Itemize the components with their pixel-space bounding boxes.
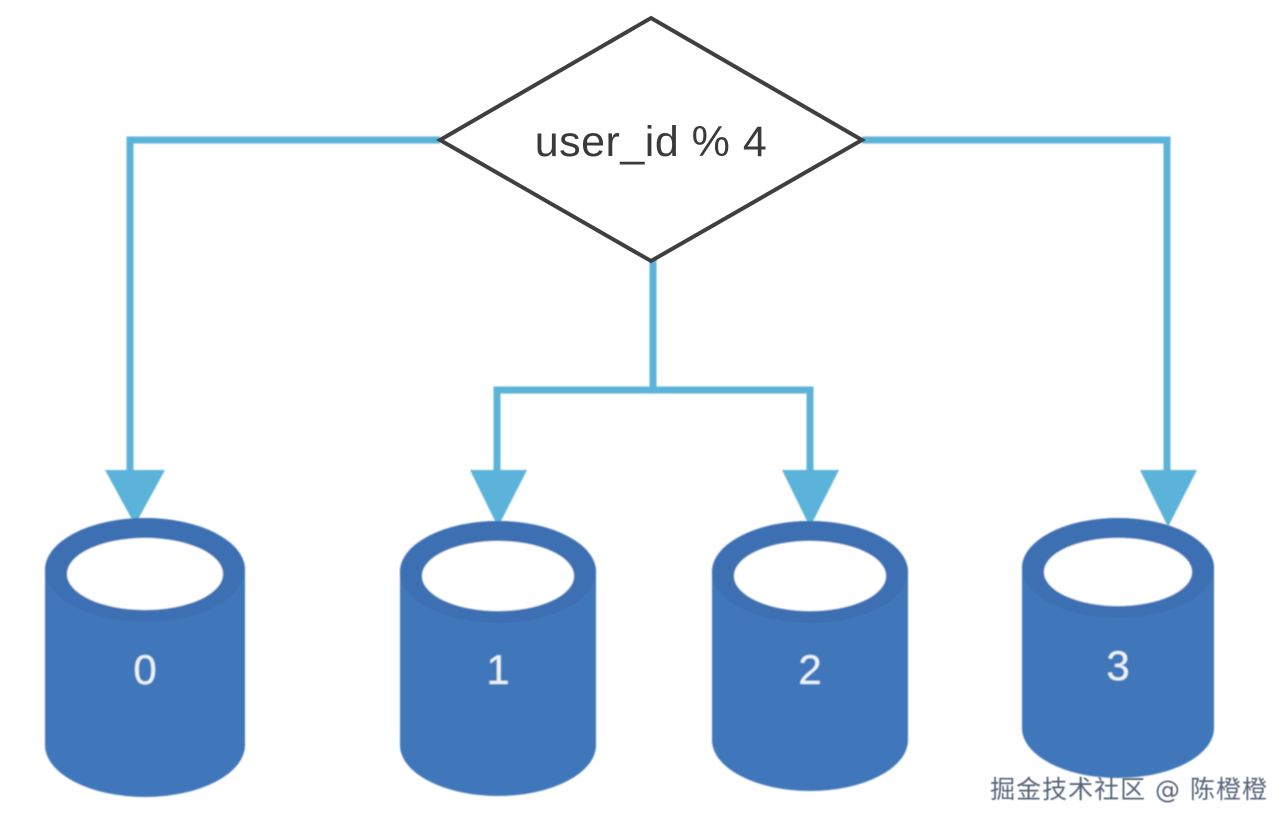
- connector-branch-3: [862, 136, 1197, 527]
- watermark: 掘金技术社区 @ 陈橙橙: [990, 775, 1268, 804]
- shard-1-label: 1: [486, 646, 509, 693]
- shard-2-label: 2: [798, 646, 821, 693]
- shard-0[interactable]: 0: [45, 518, 245, 797]
- shard-2[interactable]: 2: [712, 521, 908, 791]
- connector-path-3: [862, 136, 1171, 478]
- decision-label: user_id % 4: [535, 118, 768, 166]
- connector-branch-0: [105, 136, 440, 525]
- arrowhead-3: [1140, 470, 1197, 527]
- decision-node[interactable]: user_id % 4: [435, 15, 867, 264]
- watermark-label: 掘金技术社区 @ 陈橙橙: [990, 775, 1268, 804]
- connector-path-2: [653, 386, 814, 478]
- arrowhead-1: [470, 470, 527, 527]
- connector-lines: [105, 136, 1197, 527]
- shard-0-top-opening: [67, 538, 223, 610]
- connector-path-0: [126, 136, 440, 478]
- connector-branch-1: [470, 386, 653, 527]
- shard-3[interactable]: 3: [1022, 518, 1214, 778]
- shard-2-top-opening: [734, 541, 886, 611]
- arrowhead-0: [105, 470, 165, 525]
- shard-3-label: 3: [1106, 642, 1129, 689]
- shard-0-label: 0: [133, 646, 156, 693]
- shard-3-top-opening: [1044, 538, 1192, 606]
- shard-1[interactable]: 1: [400, 521, 596, 796]
- arrowhead-2: [782, 470, 839, 527]
- connector-branch-2: [653, 386, 839, 527]
- shard-1-top-opening: [422, 541, 574, 611]
- decision-diamond-shape: [435, 15, 867, 264]
- connector-path-1: [493, 386, 653, 478]
